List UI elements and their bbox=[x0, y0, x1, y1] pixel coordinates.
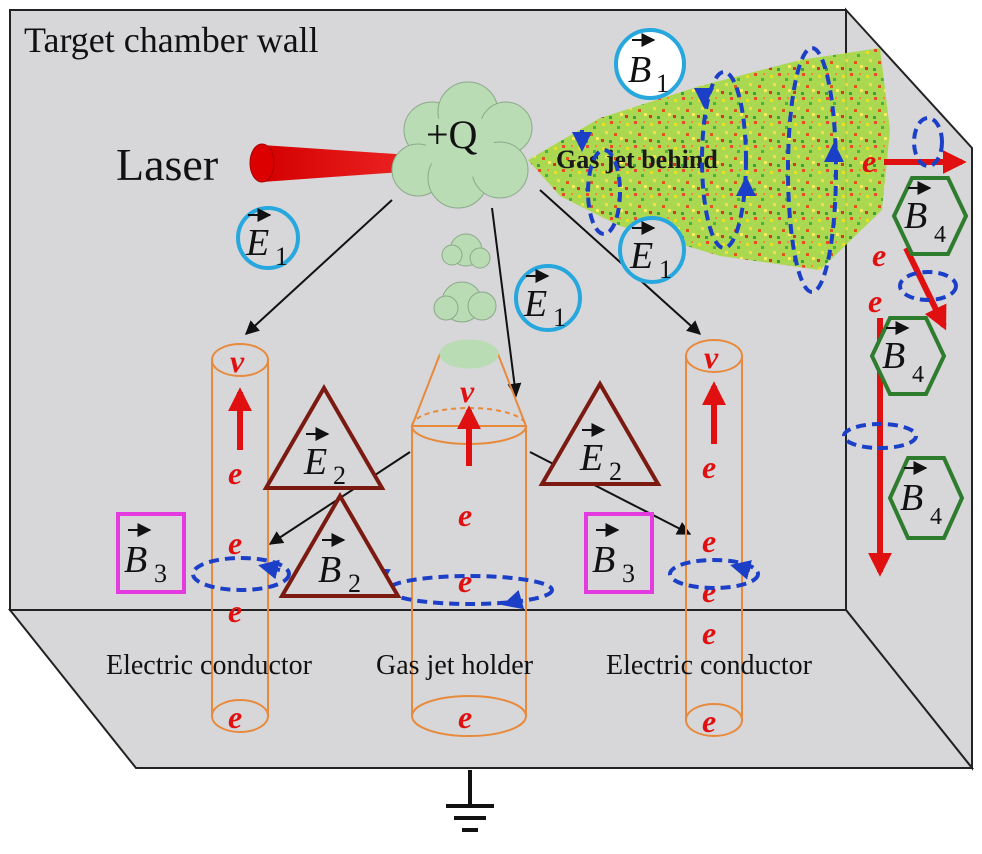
e2-symbol-left: E 2 bbox=[262, 384, 386, 490]
e2-symbol-sub: 2 bbox=[609, 457, 622, 486]
electron: e bbox=[702, 573, 716, 609]
label-left-conductor: Electric conductor bbox=[106, 650, 313, 681]
label-gas-jet-holder: Gas jet holder bbox=[376, 650, 534, 681]
b2-symbol-sub: 2 bbox=[348, 569, 361, 598]
b4-symbol-sub: 4 bbox=[934, 222, 946, 248]
electron: e bbox=[868, 283, 882, 319]
v-label-center: v bbox=[460, 373, 475, 409]
charge-cloud bbox=[391, 81, 533, 323]
e1-symbol-sub: 1 bbox=[275, 242, 288, 271]
velocity-labels: v v v bbox=[230, 339, 719, 409]
b4-symbol-top: B 4 bbox=[891, 176, 969, 256]
b1-symbol-sub: 1 bbox=[656, 69, 669, 98]
b3-symbol-left: B 3 bbox=[116, 512, 186, 594]
e2-symbol-letter: E bbox=[579, 437, 603, 479]
e1-symbol-letter: E bbox=[629, 235, 653, 277]
b3-symbol-sub: 3 bbox=[622, 559, 635, 588]
electron: e bbox=[702, 615, 716, 651]
v-label-left: v bbox=[230, 343, 245, 379]
electron: e bbox=[702, 703, 716, 739]
electron: e bbox=[702, 449, 716, 485]
electron: e bbox=[228, 455, 242, 491]
b4-symbol-letter: B bbox=[904, 195, 927, 237]
e1-symbol-sub: 1 bbox=[659, 255, 672, 284]
b1-symbol-letter: B bbox=[628, 49, 651, 91]
chamber-title: Target chamber wall bbox=[24, 20, 319, 60]
charge-label: +Q bbox=[426, 112, 478, 157]
electron: e bbox=[458, 563, 472, 599]
electron: e bbox=[228, 593, 242, 629]
e2-symbol-sub: 2 bbox=[333, 461, 346, 490]
e1-symbol-top-left: E 1 bbox=[236, 206, 300, 271]
electron: e bbox=[458, 699, 472, 735]
b4-symbol-letter: B bbox=[882, 335, 905, 377]
electron: e bbox=[228, 699, 242, 735]
b4-symbol-sub: 4 bbox=[912, 362, 924, 388]
electron: e bbox=[872, 237, 886, 273]
v-label-right: v bbox=[704, 339, 719, 375]
e1-symbol-sub: 1 bbox=[553, 303, 566, 332]
e1-field-arrows bbox=[244, 189, 702, 545]
b3-symbol-right: B 3 bbox=[584, 512, 654, 594]
b2-symbol-letter: B bbox=[318, 549, 341, 591]
b4-symbol-letter: B bbox=[900, 477, 923, 519]
electron: e bbox=[228, 525, 242, 561]
b2-symbol: B 2 bbox=[278, 492, 402, 598]
e2-symbol-right: E 2 bbox=[538, 380, 662, 486]
b4-symbol-bottom: B 4 bbox=[887, 456, 965, 540]
label-right-conductor: Electric conductor bbox=[606, 650, 813, 681]
b4-symbol-sub: 4 bbox=[930, 504, 942, 530]
left-conductor bbox=[211, 343, 269, 733]
chamber-floor bbox=[7, 609, 975, 769]
gas-jet-label: Gas jet behind bbox=[556, 145, 718, 174]
electron: e bbox=[862, 143, 876, 179]
e1-symbol-jet: E 1 bbox=[618, 216, 686, 284]
b1-symbol: B 1 bbox=[614, 28, 686, 100]
b3-symbol-letter: B bbox=[124, 539, 147, 581]
right-conductor bbox=[685, 339, 743, 737]
b4-symbol-middle: B 4 bbox=[869, 316, 947, 396]
electron: e bbox=[458, 497, 472, 533]
e1-symbol-center: E 1 bbox=[514, 264, 582, 332]
ground-icon bbox=[446, 770, 494, 832]
e2-symbol-letter: E bbox=[303, 441, 327, 483]
electrons: e e e e e e e e e e e e e e e bbox=[228, 143, 886, 739]
laser-label: Laser bbox=[116, 139, 218, 190]
magnetic-loops bbox=[191, 46, 958, 606]
electron: e bbox=[702, 523, 716, 559]
b3-symbol-sub: 3 bbox=[154, 559, 167, 588]
e1-symbol-letter: E bbox=[523, 283, 547, 325]
gas-jet-holder bbox=[410, 339, 528, 737]
e1-symbol-letter: E bbox=[245, 222, 269, 264]
b3-symbol-letter: B bbox=[592, 539, 615, 581]
